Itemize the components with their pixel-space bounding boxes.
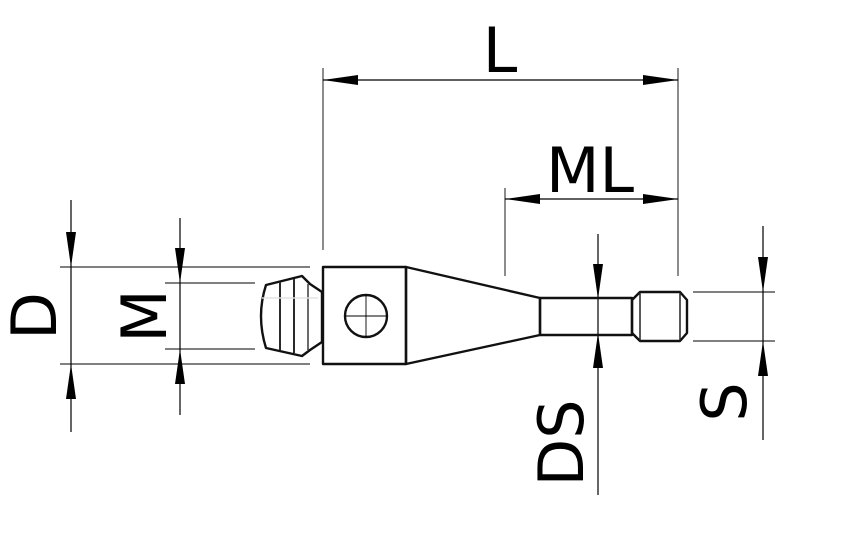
label-ML: ML: [546, 134, 634, 207]
stylus-body: [321, 265, 408, 366]
tip: [630, 290, 689, 343]
dimension-D: D: [0, 200, 76, 432]
dimension-DS: DS: [525, 234, 603, 495]
dimension-M: M: [108, 218, 185, 415]
stylus-part: [259, 265, 689, 366]
label-S: S: [688, 382, 761, 421]
thread-end: [259, 274, 324, 358]
label-D: D: [0, 292, 71, 340]
label-L: L: [483, 14, 518, 87]
taper-section: [404, 265, 542, 366]
dimension-S: S: [688, 226, 768, 440]
stem: [538, 296, 634, 337]
dimension-L: L: [323, 14, 678, 87]
label-DS: DS: [525, 399, 598, 486]
label-M: M: [108, 289, 181, 343]
dimension-ML: ML: [505, 134, 678, 207]
